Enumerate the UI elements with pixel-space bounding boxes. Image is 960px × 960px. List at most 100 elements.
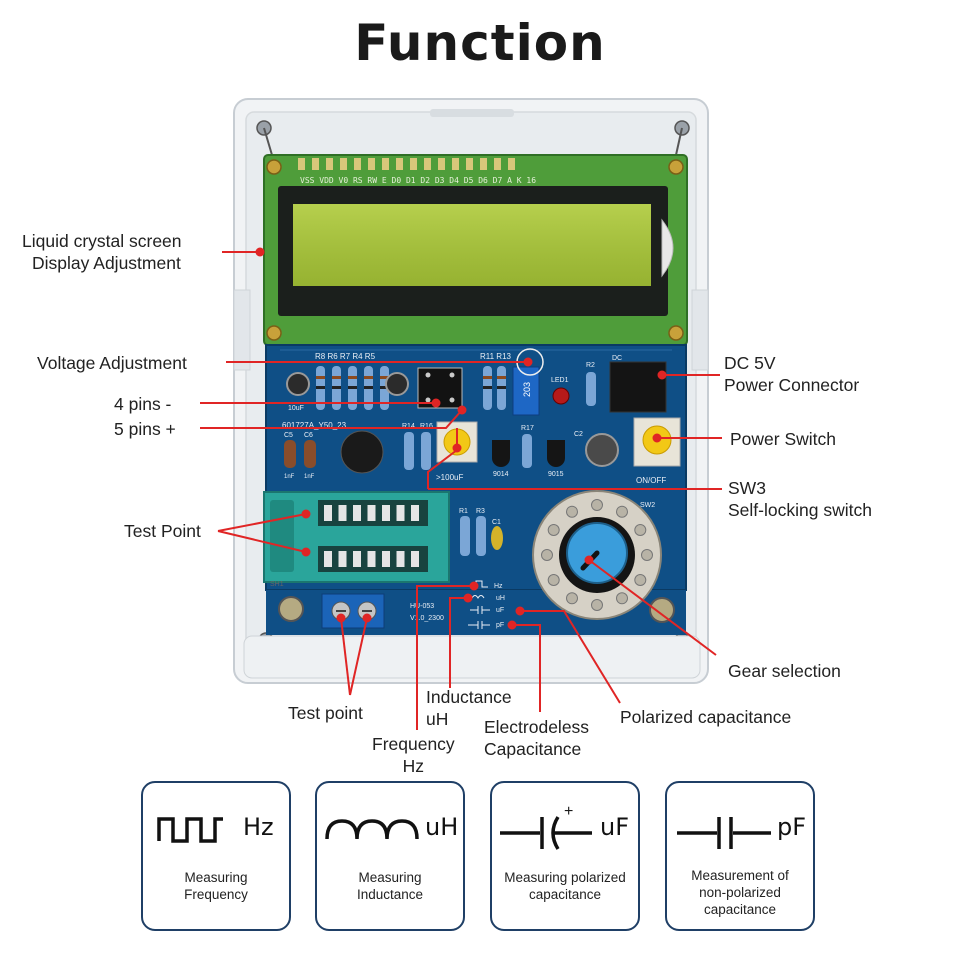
pin-pad xyxy=(424,158,431,170)
pin-pad xyxy=(396,158,403,170)
card-desc: Measurement of non-polarized capacitance xyxy=(671,867,809,918)
case-top-slot xyxy=(430,109,514,117)
board-pf-label: pF xyxy=(496,622,504,629)
c5-value-label: 1nF xyxy=(284,474,295,480)
case-side-tab-left xyxy=(233,289,251,371)
board-hz-label: Hz xyxy=(494,583,503,590)
card-desc-line: capacitance xyxy=(703,902,777,917)
socket-contact xyxy=(338,505,347,521)
pin-pad xyxy=(452,158,459,170)
c5-label: C5 xyxy=(284,432,293,439)
card-desc-line: capacitance xyxy=(528,887,602,902)
pin-pad xyxy=(508,158,515,170)
electrolytic-capacitor-icon xyxy=(585,433,619,467)
cap-value-label: 10uF xyxy=(288,405,304,412)
pin-pad xyxy=(410,158,417,170)
square-wave-icon xyxy=(157,817,223,843)
resistor-array xyxy=(316,366,506,410)
polarized-capacitor-icon xyxy=(500,816,592,850)
zif-lever xyxy=(270,500,294,572)
card-polarized: + uF Measuring polarized capacitance xyxy=(490,781,640,931)
label-lcd-line2: Display Adjustment xyxy=(32,253,181,273)
label-inductance: Inductance uH xyxy=(426,686,512,730)
socket-contact xyxy=(338,551,347,567)
label-test-point-lower: Test point xyxy=(288,703,363,723)
card-inductance: uH Measuring Inductance xyxy=(315,781,465,931)
version-label: V1.0_2300 xyxy=(410,615,444,622)
card-unit: uH xyxy=(425,813,459,841)
card-non-polarized: pF Measurement of non-polarized capacita… xyxy=(665,781,815,931)
lcd-pin-header xyxy=(298,158,515,170)
led-label: LED1 xyxy=(551,377,569,384)
rotary-contact xyxy=(616,592,628,605)
socket-contact xyxy=(382,551,390,567)
board-uf-label: uF xyxy=(496,607,504,614)
r17-label: R17 xyxy=(521,425,534,432)
rotary-contact xyxy=(547,524,560,536)
card-unit: Hz xyxy=(243,813,274,841)
socket-contact xyxy=(353,551,361,567)
pin-pad xyxy=(466,158,473,170)
test-socket-label: SH1 xyxy=(270,581,284,588)
power-switch-button xyxy=(642,425,672,455)
rotary-contact xyxy=(541,549,553,561)
card-desc: Measuring Inductance xyxy=(321,869,459,903)
plus-sign: + xyxy=(564,803,574,820)
cap-range-label: >100uF xyxy=(436,473,463,482)
model-label: HU-053 xyxy=(410,603,434,610)
socket-contact xyxy=(382,505,390,521)
label-frequency-line1: Frequency xyxy=(372,734,455,754)
resistor-ref-label: R11 R13 xyxy=(480,352,512,361)
c6-label: C6 xyxy=(304,432,313,439)
label-5pins: 5 pins + xyxy=(114,419,176,439)
r3-label: R3 xyxy=(476,508,485,515)
standoff-bolt xyxy=(649,597,675,623)
label-lcd-line1: Liquid crystal screen xyxy=(22,231,182,251)
pot-value-label: 203 xyxy=(522,382,532,397)
card-desc-line: Measuring xyxy=(184,870,248,885)
label-electrodeless: Electrodeless Capacitance xyxy=(484,716,589,760)
card-desc-line: Inductance xyxy=(356,887,424,902)
label-lcd: Liquid crystal screen Display Adjustment xyxy=(22,230,182,274)
label-sw3: SW3 Self-locking switch xyxy=(728,477,872,521)
c1-label: C1 xyxy=(492,519,501,526)
transistor-label: 9015 xyxy=(548,471,564,478)
socket-contact xyxy=(353,505,361,521)
rotary-contact xyxy=(641,549,653,561)
label-dc: DC 5V Power Connector xyxy=(724,352,859,396)
socket-contact xyxy=(396,505,405,521)
pin-pad xyxy=(480,158,487,170)
pin-pad xyxy=(354,158,361,170)
label-gear: Gear selection xyxy=(728,661,841,681)
dc-jack xyxy=(609,361,667,413)
pin-pad xyxy=(312,158,319,170)
rotary-contact xyxy=(566,505,578,518)
page-title: Function xyxy=(354,14,606,72)
board-ref-label: 601727A_Y50_23 xyxy=(282,421,347,430)
transistor-label: 9014 xyxy=(493,471,509,478)
label-inductance-line1: Inductance xyxy=(426,687,512,707)
label-4pins: 4 pins - xyxy=(114,394,172,414)
card-desc: Measuring Frequency xyxy=(147,869,285,903)
pin-pad xyxy=(382,158,389,170)
pin-pad xyxy=(368,158,375,170)
ic-chip xyxy=(417,367,463,409)
card-desc-line: Frequency xyxy=(184,887,248,902)
rotary-contact xyxy=(616,505,628,518)
range-switch-button xyxy=(443,428,471,456)
pin-pad xyxy=(438,158,445,170)
resistor-ref-label: R8 R6 R7 R4 R5 xyxy=(315,352,376,361)
standoff-bolt xyxy=(278,596,304,622)
rotary-contact xyxy=(634,524,647,536)
lcd-mount-hole xyxy=(266,159,684,341)
card-desc-line: Measuring xyxy=(358,870,422,885)
c2-label: C2 xyxy=(574,431,583,438)
socket-contact xyxy=(324,551,332,567)
label-polarized: Polarized capacitance xyxy=(620,707,792,727)
socket-contact xyxy=(396,551,405,567)
label-sw3-line2: Self-locking switch xyxy=(728,500,872,520)
card-unit: pF xyxy=(777,813,807,841)
socket-contact xyxy=(411,505,419,521)
rotary-contact xyxy=(591,499,603,511)
card-desc-line: Measurement of xyxy=(691,868,789,883)
